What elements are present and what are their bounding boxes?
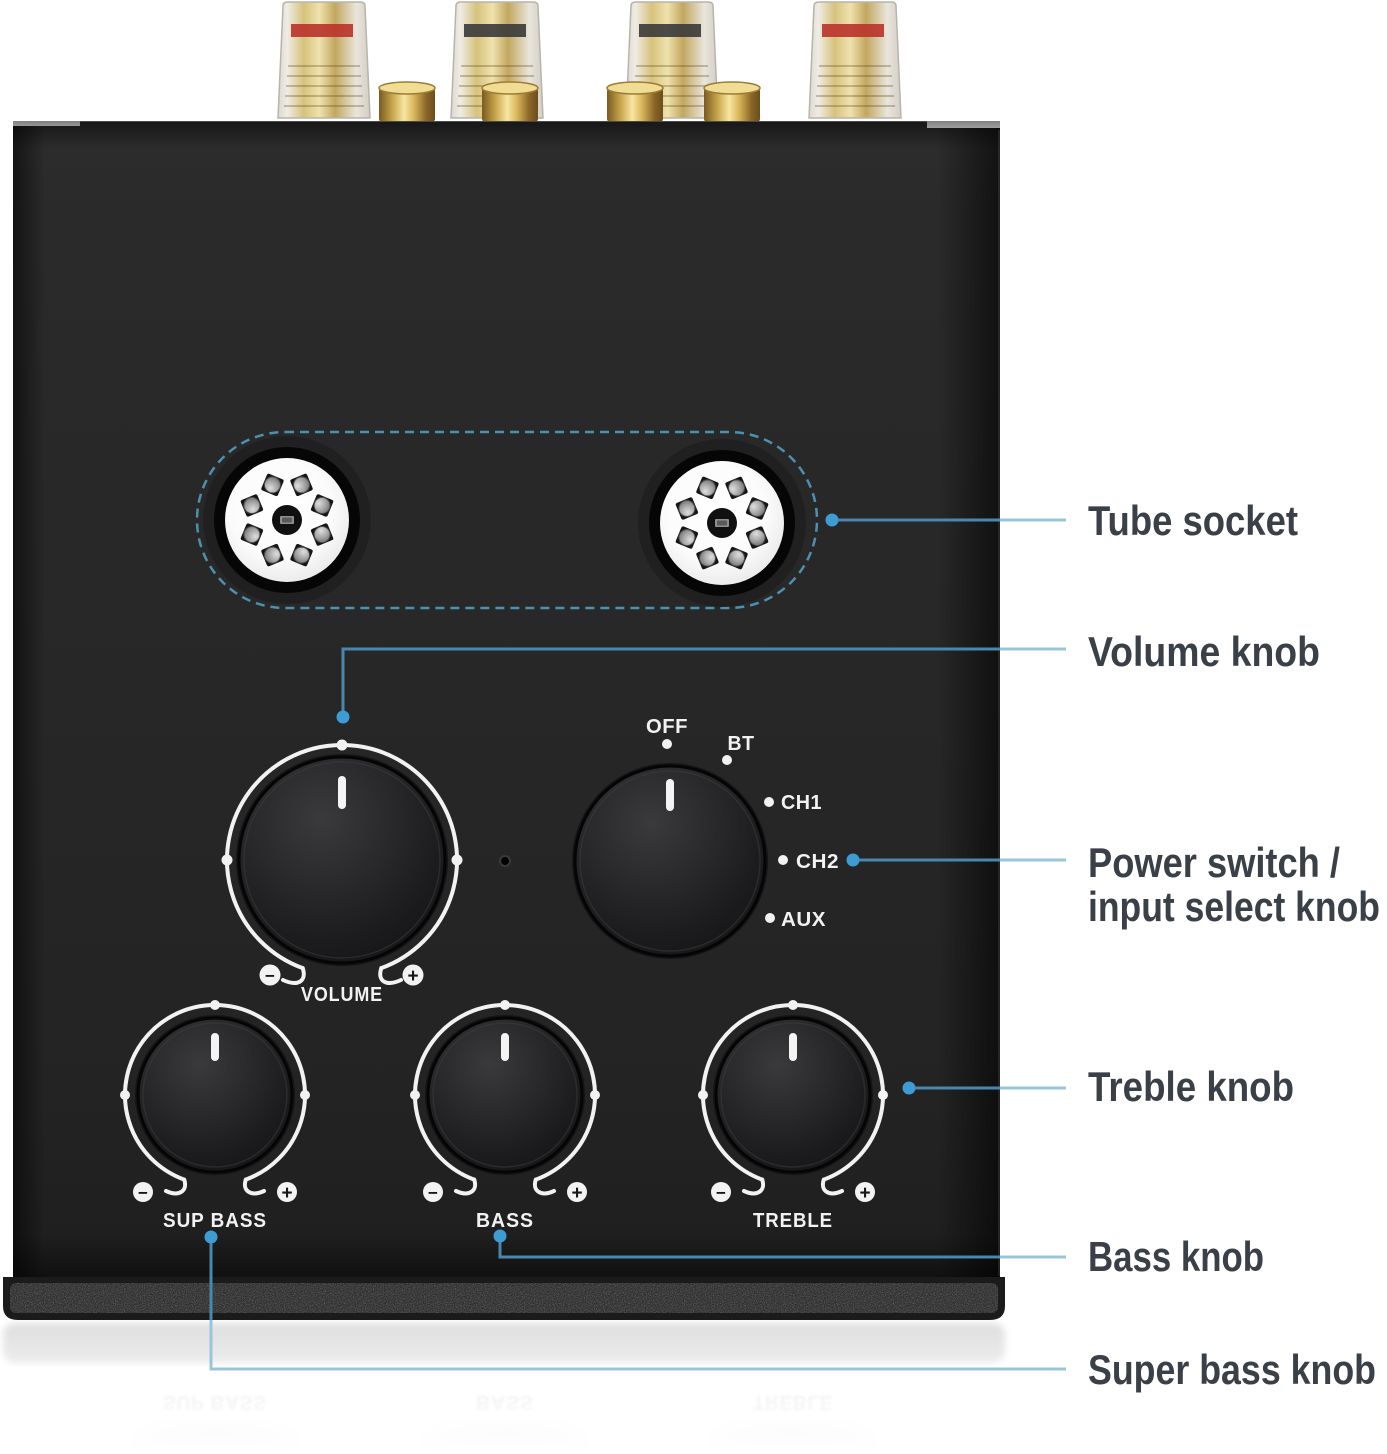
led-indicator-hole (499, 855, 511, 867)
treble-knob-pointer (789, 1033, 797, 1061)
treble-knob-label: Treble knob (1088, 1063, 1294, 1110)
callout-labels: Tube socket Volume knob Power switch / i… (1088, 497, 1380, 1393)
power-knob-pointer (666, 779, 674, 811)
bass-callout-line (498, 1236, 1000, 1259)
treble-knob: − + TREBLE (698, 1000, 888, 1232)
treble-callout-dot (902, 1081, 916, 1095)
sup-bass-plus-mark (277, 1182, 297, 1202)
tube-socket-label: Tube socket (1088, 497, 1298, 544)
rear-connectors (277, 1, 902, 122)
treble-plus-glyph: + (859, 1183, 870, 1204)
bass-panel-label: BASS (476, 1210, 534, 1232)
power-select-knob: OFF BT CH1 CH2 AUX (572, 716, 839, 959)
treble-plus-mark (855, 1182, 875, 1202)
binding-post-red-right (808, 1, 902, 119)
power-switch-label-line1: Power switch / (1088, 839, 1340, 886)
bass-callout-dot (493, 1229, 507, 1243)
bass-minus-mark (423, 1182, 443, 1202)
binding-post-red-left (277, 1, 371, 119)
callout-lines (204, 513, 1066, 1371)
sup-bass-panel-label: SUP BASS (163, 1210, 267, 1232)
rca-jack (703, 81, 761, 122)
volume-callout-line (341, 647, 1000, 717)
volume-minus-mark (259, 964, 281, 986)
sup-bass-knob-pointer (211, 1033, 219, 1061)
rca-jack (378, 81, 436, 122)
tube-socket-right (637, 438, 807, 608)
volume-minus-glyph: − (265, 967, 275, 986)
treble-panel-label: TREBLE (753, 1210, 833, 1232)
super-bass-knob: − + SUP BASS (120, 1000, 310, 1232)
bass-knob: − + BASS (410, 1000, 600, 1232)
sup-bass-minus-mark (133, 1182, 153, 1202)
bass-knob-label: Bass knob (1088, 1233, 1264, 1280)
power-switch-label-line2: input select knob (1088, 883, 1380, 930)
bass-plus-mark (567, 1182, 587, 1202)
volume-knob-pointer (338, 776, 346, 809)
selector-label-ch1: CH1 (781, 792, 822, 814)
volume-callout-dot (336, 710, 350, 724)
power-callout-dot (846, 853, 860, 867)
selector-label-off: OFF (646, 716, 688, 738)
volume-plus-mark (402, 964, 424, 986)
treble-minus-mark (711, 1182, 731, 1202)
selector-label-ch2: CH2 (796, 851, 839, 873)
amplifier-body (13, 121, 1000, 1277)
rca-jack (606, 81, 664, 122)
floor-reflection: SUP BASS BASS TREBLE (0, 1320, 1060, 1454)
treble-minus-glyph: − (716, 1184, 726, 1203)
super-bass-callout-dot (204, 1230, 218, 1244)
volume-panel-label: VOLUME (301, 983, 383, 1006)
super-bass-knob-label: Super bass knob (1088, 1346, 1376, 1393)
sup-bass-plus-glyph: + (281, 1183, 292, 1204)
volume-plus-glyph: + (407, 966, 418, 987)
tube-socket-callout-dot (825, 513, 839, 527)
bass-knob-pointer (501, 1033, 509, 1061)
selector-label-aux: AUX (781, 909, 826, 931)
bass-plus-glyph: + (571, 1183, 582, 1204)
base-plinth (3, 1277, 1005, 1320)
volume-knob-label: Volume knob (1088, 628, 1320, 675)
bass-minus-glyph: − (428, 1184, 438, 1203)
volume-knob: − + VOLUME (221, 739, 463, 1006)
selector-position-dots (662, 739, 788, 923)
selector-label-bt: BT (728, 733, 755, 755)
sup-bass-minus-glyph: − (138, 1184, 148, 1203)
rca-jack (481, 81, 539, 122)
tube-socket-left (202, 435, 372, 605)
